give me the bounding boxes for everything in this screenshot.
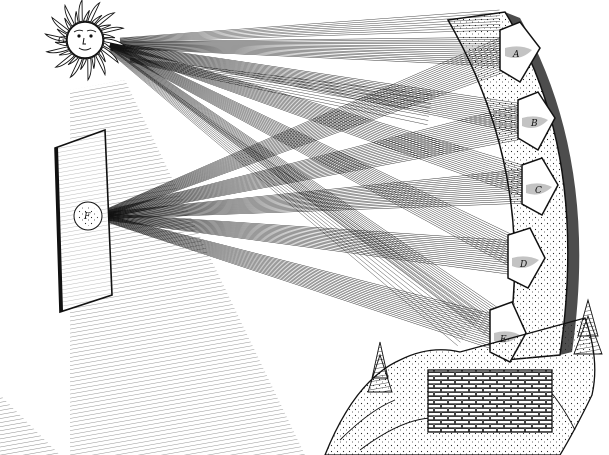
- mirror-a: A: [499, 21, 541, 84]
- tree-right: [573, 298, 603, 355]
- tree-left: [367, 341, 393, 393]
- sun-beam: [0, 80, 305, 455]
- mirror-d: D: [507, 227, 546, 289]
- light-rays: [96, 9, 545, 350]
- focal-point: F: [73, 201, 103, 231]
- sun-label: G: [58, 36, 65, 46]
- sun-icon: G: [44, 0, 126, 82]
- mirror-c: C: [521, 157, 559, 217]
- focus-label: F: [83, 212, 91, 222]
- mirror-b: B: [517, 91, 556, 152]
- mirror-label-b: B: [530, 119, 538, 129]
- mirror-label-d: D: [519, 260, 527, 270]
- brick-foundation: [427, 369, 553, 433]
- mirror-label-c: C: [535, 186, 542, 196]
- mirror-label-a: A: [512, 50, 520, 60]
